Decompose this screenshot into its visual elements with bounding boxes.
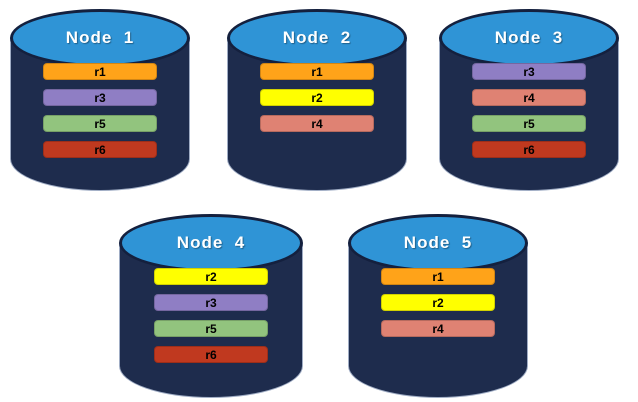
replica-bar-r5: r5 — [154, 320, 268, 337]
cylinder-top-ellipse: Node 2 — [227, 9, 407, 67]
replica-list: r3 r4 r5 r6 — [472, 63, 586, 158]
replica-bar-r3: r3 — [154, 294, 268, 311]
node-cylinder-2: Node 2 r1 r2 r4 — [227, 9, 407, 191]
node-title: Node 2 — [282, 28, 352, 47]
node-title: Node 1 — [65, 28, 135, 47]
replica-bar-r4: r4 — [381, 320, 495, 337]
replica-bar-r6: r6 — [472, 141, 586, 158]
node-cylinder-3: Node 3 r3 r4 r5 r6 — [439, 9, 619, 191]
cylinder-top-ellipse: Node 5 — [348, 214, 528, 272]
replica-bar-r3: r3 — [43, 89, 157, 106]
node-cylinder-1: Node 1 r1 r3 r5 r6 — [10, 9, 190, 191]
node-title: Node 3 — [494, 28, 564, 47]
node-title: Node 5 — [403, 233, 473, 252]
replica-bar-r2: r2 — [260, 89, 374, 106]
replica-bar-r5: r5 — [43, 115, 157, 132]
replica-bar-r1: r1 — [43, 63, 157, 80]
node-cylinder-5: Node 5 r1 r2 r4 — [348, 214, 528, 398]
replica-list: r1 r2 r4 — [381, 268, 495, 337]
replica-list: r1 r2 r4 — [260, 63, 374, 132]
replica-bar-r5: r5 — [472, 115, 586, 132]
replica-list: r2 r3 r5 r6 — [154, 268, 268, 363]
replica-bar-r6: r6 — [154, 346, 268, 363]
replica-bar-r3: r3 — [472, 63, 586, 80]
replica-bar-r4: r4 — [260, 115, 374, 132]
replica-bar-r4: r4 — [472, 89, 586, 106]
replica-bar-r2: r2 — [381, 294, 495, 311]
replica-bar-r6: r6 — [43, 141, 157, 158]
replica-bar-r2: r2 — [154, 268, 268, 285]
replica-bar-r1: r1 — [260, 63, 374, 80]
node-title: Node 4 — [176, 233, 246, 252]
cylinder-top-ellipse: Node 4 — [119, 214, 303, 272]
cylinder-top-ellipse: Node 3 — [439, 9, 619, 67]
cylinder-top-ellipse: Node 1 — [10, 9, 190, 67]
replica-list: r1 r3 r5 r6 — [43, 63, 157, 158]
node-cylinder-4: Node 4 r2 r3 r5 r6 — [119, 214, 303, 398]
replica-bar-r1: r1 — [381, 268, 495, 285]
